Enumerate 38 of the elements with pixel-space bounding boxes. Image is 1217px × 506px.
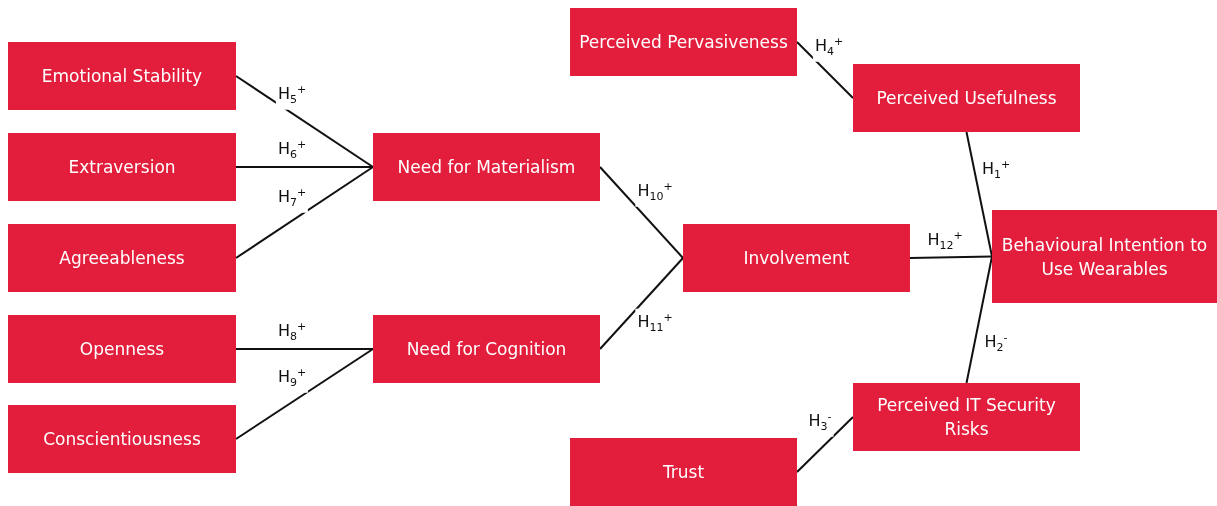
construct-box bbox=[853, 64, 1080, 132]
construct-label: Perceived Usefulness bbox=[876, 87, 1057, 110]
construct-label: Agreeableness bbox=[59, 247, 185, 270]
connector-line bbox=[235, 166, 374, 259]
construct-box bbox=[373, 133, 600, 201]
construct-label: Involvement bbox=[743, 247, 850, 270]
construct-box bbox=[8, 42, 236, 110]
connector-line bbox=[235, 348, 374, 440]
construct-label: Extraversion bbox=[68, 156, 176, 179]
construct-box bbox=[570, 8, 797, 76]
construct-box bbox=[8, 315, 236, 383]
construct-label: Perceived Pervasiveness bbox=[579, 31, 788, 54]
connector-line bbox=[909, 255, 993, 259]
construct-label: Need for Cognition bbox=[406, 338, 567, 361]
construct-label: Perceived IT Security Risks bbox=[876, 394, 1057, 441]
construct-box bbox=[570, 438, 797, 506]
construct-label: Emotional Stability bbox=[41, 65, 203, 88]
connector-line bbox=[235, 75, 374, 168]
connector-line bbox=[599, 166, 684, 259]
connector-line bbox=[796, 41, 854, 99]
connector-line bbox=[599, 257, 684, 350]
connector-line bbox=[965, 131, 993, 258]
construct-box bbox=[853, 383, 1080, 451]
construct-label: Conscientiousness bbox=[43, 428, 201, 451]
construct-label: Trust bbox=[662, 461, 705, 484]
construct-box bbox=[373, 315, 600, 383]
connector-line bbox=[796, 416, 854, 473]
connector-line bbox=[965, 255, 993, 384]
construct-box bbox=[8, 224, 236, 292]
construct-label: Openness bbox=[79, 338, 165, 361]
construct-box bbox=[683, 224, 910, 292]
construct-label: Need for Materialism bbox=[397, 156, 576, 179]
construct-box bbox=[8, 133, 236, 201]
construct-box bbox=[8, 405, 236, 473]
construct-box bbox=[992, 210, 1217, 303]
construct-label: Behavioural Intention to Use Wearables bbox=[1000, 233, 1209, 281]
connector-line bbox=[235, 348, 374, 350]
connector-line bbox=[235, 166, 374, 168]
